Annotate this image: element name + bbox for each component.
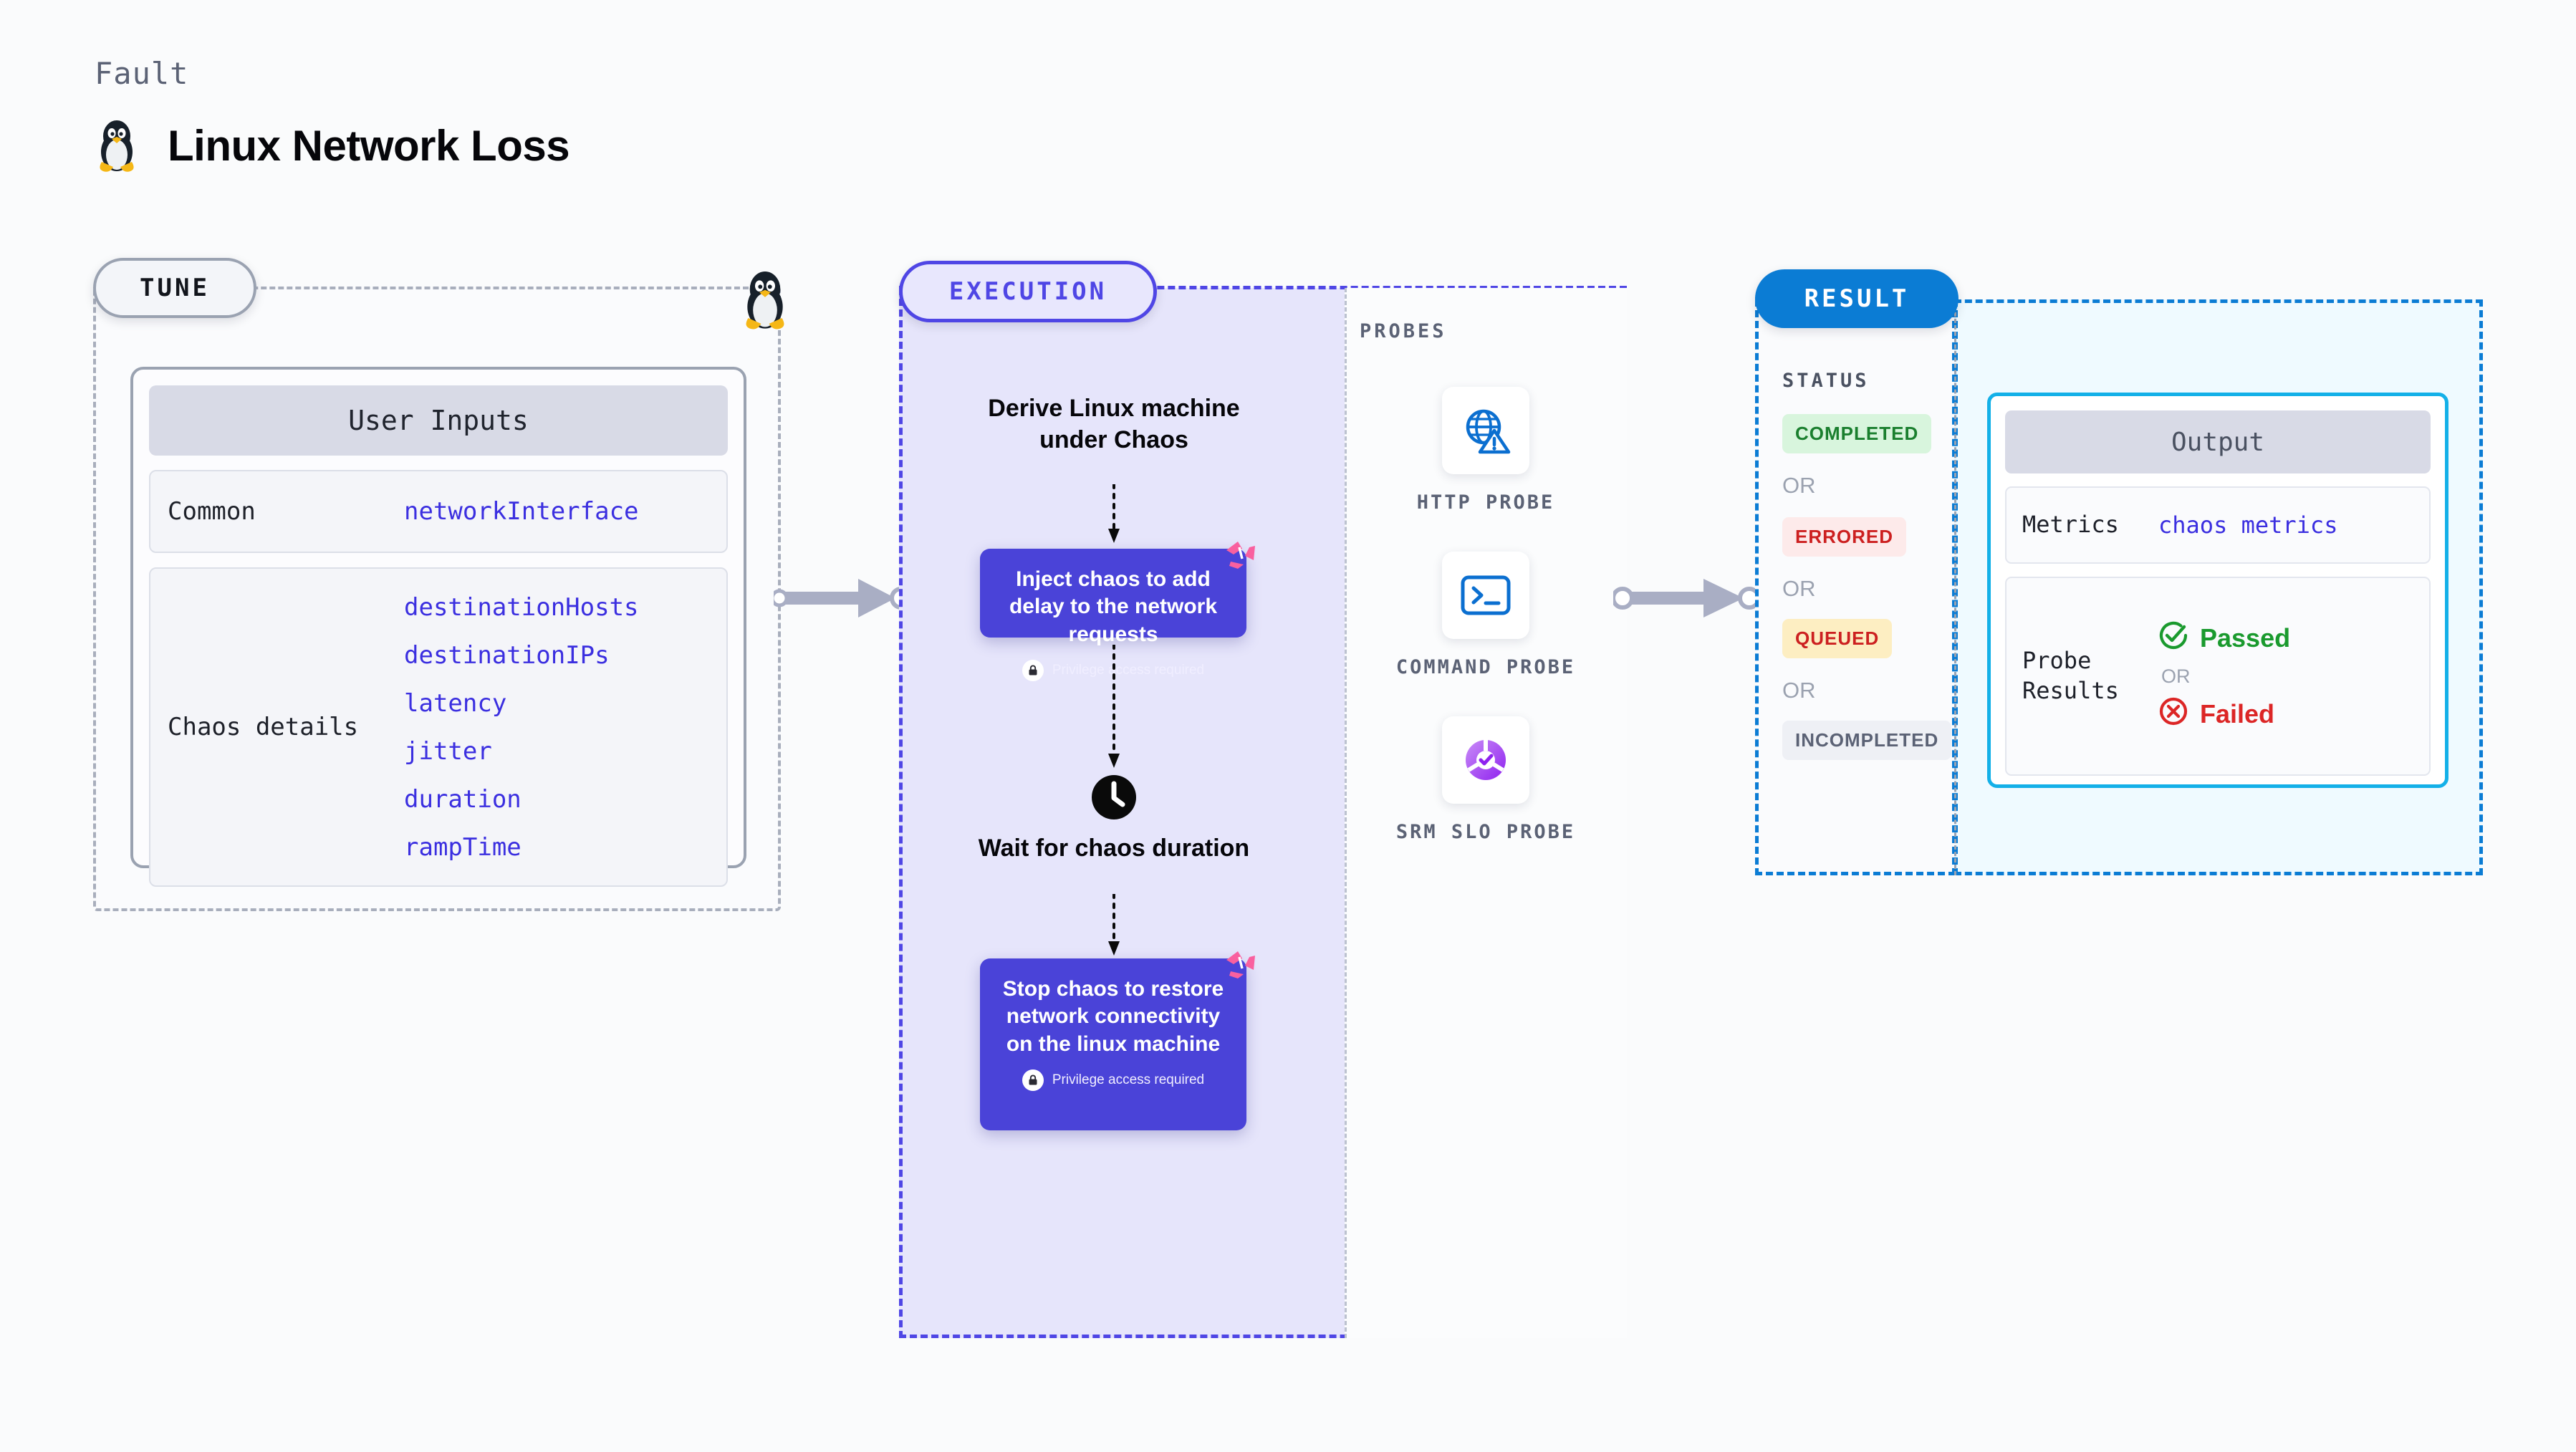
execution-step-inject-card[interactable]: Inject chaos to add delay to the network… [980, 542, 1255, 682]
status-or-2: OR [1782, 576, 1816, 601]
user-inputs-title: User Inputs [149, 385, 728, 456]
execution-top-border [899, 286, 1627, 289]
probe-item-command[interactable]: COMMAND PROBE [1393, 552, 1579, 681]
tune-row-label: Common [168, 496, 256, 526]
output-card: Output Metrics chaos metrics Probe Resul… [1987, 393, 2448, 788]
status-or-3: OR [1782, 678, 1816, 703]
flow-arrow-1 [1104, 483, 1124, 549]
page-title: Linux Network Loss [168, 122, 570, 170]
globe-warning-icon [1442, 387, 1529, 474]
execution-pill[interactable]: EXECUTION [899, 261, 1157, 322]
execution-step-wait-label: Wait for chaos duration [978, 835, 1250, 862]
clock-icon [1090, 774, 1138, 824]
probe-label: COMMAND PROBE [1395, 656, 1576, 678]
slo-donut-check-icon [1442, 716, 1529, 804]
probe-passed-label: Passed [2200, 623, 2291, 653]
privilege-note: Privilege access required [994, 660, 1232, 682]
probe-results-values: Passed OR Failed [2158, 620, 2290, 733]
privilege-text: Privilege access required [1052, 1072, 1205, 1088]
tune-value[interactable]: networkInterface [404, 497, 639, 526]
execution-card-text: Inject chaos to add delay to the network… [1009, 567, 1218, 646]
connector-tune-to-execution [770, 573, 917, 627]
output-probe-results-label: Probe Results [2022, 647, 2119, 704]
tune-value[interactable]: latency [404, 688, 507, 718]
tune-row-label: Chaos details [168, 712, 359, 741]
lock-icon [1022, 1069, 1044, 1092]
user-inputs-card: User Inputs Common networkInterface Chao… [130, 367, 746, 887]
probe-label: SRM SLO PROBE [1395, 821, 1576, 843]
execution-step-stop-card[interactable]: Stop chaos to restore network connectivi… [980, 951, 1255, 1130]
result-region-divider [1954, 299, 1956, 875]
flow-arrow-2 [1104, 643, 1124, 774]
privilege-note: Privilege access required [994, 1069, 1232, 1092]
x-circle-icon [2158, 696, 2188, 733]
probe-result-or: OR [2161, 665, 2191, 687]
tune-value[interactable]: destinationIPs [404, 640, 610, 670]
output-metrics-label: Metrics [2022, 511, 2119, 539]
result-status-region [1755, 299, 1956, 875]
status-badge-queued: QUEUED [1782, 619, 1893, 658]
tune-row-common: Common networkInterface [149, 470, 728, 553]
tux-penguin-icon [95, 115, 139, 177]
status-section-label: STATUS [1782, 370, 1870, 392]
tune-row-values: networkInterface [404, 497, 639, 526]
output-row-probe-results: Probe Results Passed OR [2005, 577, 2431, 776]
probe-failed-label: Failed [2200, 699, 2275, 729]
tune-row-values: destinationHosts destinationIPs latency … [404, 593, 639, 862]
tune-value[interactable]: rampTime [404, 832, 522, 862]
probe-label: HTTP PROBE [1416, 491, 1555, 514]
check-circle-icon [2158, 620, 2188, 657]
status-badge-incompleted: INCOMPLETED [1782, 721, 1952, 760]
tux-penguin-border-icon [739, 265, 791, 331]
chaos-badge-icon [1225, 540, 1256, 572]
page-title-row: Linux Network Loss [95, 115, 570, 177]
probes-section-label: PROBES [1360, 320, 1447, 342]
status-badge-errored: ERRORED [1782, 517, 1907, 557]
result-pill[interactable]: RESULT [1755, 269, 1959, 328]
lock-icon [1022, 660, 1044, 682]
probe-item-http[interactable]: HTTP PROBE [1393, 387, 1579, 516]
status-badge-completed: COMPLETED [1782, 414, 1932, 453]
tune-row-chaos-details: Chaos details destinationHosts destinati… [149, 567, 728, 887]
connector-execution-to-result [1611, 573, 1771, 627]
output-metrics-value[interactable]: chaos metrics [2158, 511, 2338, 539]
output-title: Output [2005, 410, 2431, 473]
probe-item-srm-slo[interactable]: SRM SLO PROBE [1393, 716, 1579, 845]
execution-card-text: Stop chaos to restore network connectivi… [1002, 977, 1224, 1056]
tune-pill[interactable]: TUNE [93, 258, 256, 318]
output-row-metrics: Metrics chaos metrics [2005, 486, 2431, 564]
status-or-1: OR [1782, 473, 1816, 498]
chaos-badge-icon [1225, 950, 1256, 982]
privilege-text: Privilege access required [1052, 663, 1205, 678]
page-kicker: Fault [95, 56, 189, 91]
tune-value[interactable]: destinationHosts [404, 592, 639, 622]
probe-result-failed: Failed [2158, 696, 2290, 733]
tune-value[interactable]: jitter [404, 736, 492, 766]
terminal-icon [1442, 552, 1529, 639]
tune-value[interactable]: duration [404, 784, 522, 814]
execution-step-derive-label: Derive Linux machine under Chaos [988, 395, 1240, 454]
flow-arrow-3 [1104, 893, 1124, 962]
probe-result-passed: Passed [2158, 620, 2290, 657]
